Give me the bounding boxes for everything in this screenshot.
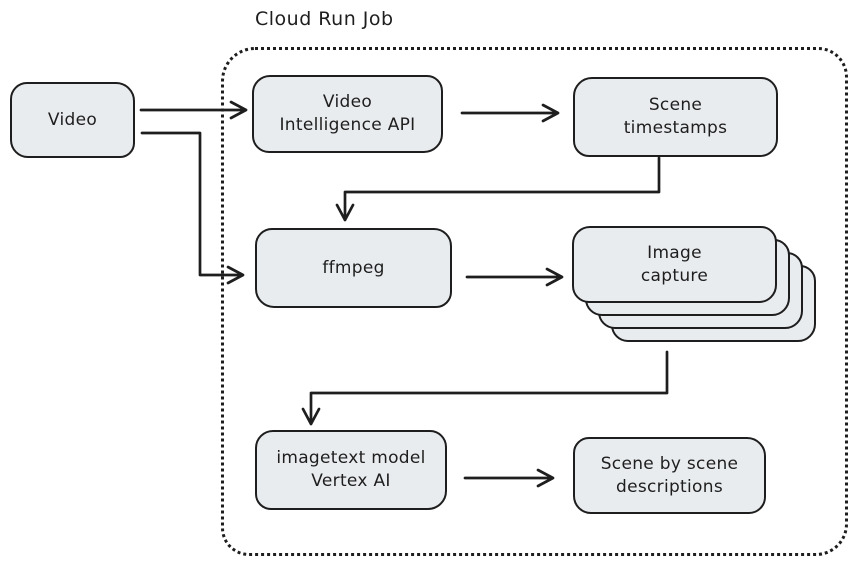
node-scene-timestamps-label-line1: Scene [648,95,703,116]
group-title: Cloud Run Job [255,8,394,30]
node-video: Video [10,82,135,158]
node-video-intelligence-api: Video Intelligence API [252,75,443,153]
node-image-capture: Image capture [572,226,777,303]
node-imagetext-model-label-line1: imagetext model [276,448,426,469]
cloud-run-job-container [221,47,848,556]
node-video-label: Video [47,109,98,130]
node-imagetext-model-label-line2: Vertex AI [311,471,391,491]
node-video-intelligence-api-label-line1: Video [322,92,373,113]
node-scene-by-scene-descriptions: Scene by scene descriptions [573,437,766,514]
node-imagetext-model-vertex-ai: imagetext model Vertex AI [255,430,447,510]
node-image-capture-label-line2: capture [640,265,709,286]
node-ffmpeg: ffmpeg [255,228,452,308]
node-scene-timestamps: Scene timestamps [573,77,778,157]
node-video-intelligence-api-label-line2: Intelligence API [279,115,416,135]
node-image-capture-label-line1: Image [647,242,702,263]
node-scene-descriptions-label-line1: Scene by scene [600,453,739,474]
node-scene-descriptions-label-line2: descriptions [616,476,723,497]
node-ffmpeg-label: ffmpeg [322,257,385,278]
node-scene-timestamps-label-line2: timestamps [623,118,728,138]
